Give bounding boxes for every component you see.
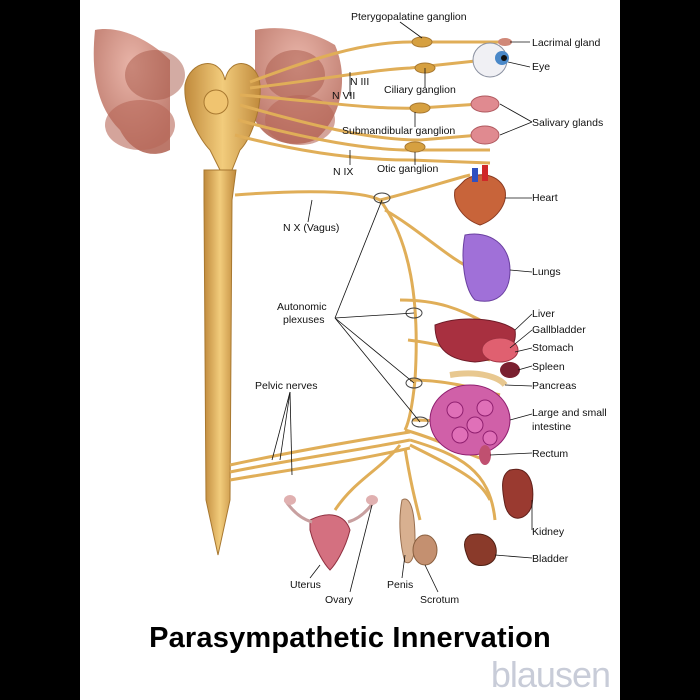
label-penis: Penis xyxy=(387,579,414,591)
page-title: Parasympathetic Innervation xyxy=(149,622,551,654)
leader-lines xyxy=(271,21,533,593)
uterus-ovaries xyxy=(283,495,378,571)
label-gallbladder: Gallbladder xyxy=(532,324,586,336)
label-kidney: Kidney xyxy=(532,526,565,538)
lungs xyxy=(462,233,511,302)
label-ovary: Ovary xyxy=(325,594,354,606)
kidney xyxy=(502,468,534,519)
label-intestine-line2: intestine xyxy=(532,421,572,433)
label-lungs: Lungs xyxy=(532,266,561,278)
label-otic-ganglion: Otic ganglion xyxy=(377,163,439,175)
rectum xyxy=(479,445,491,465)
brand-watermark: blausen xyxy=(490,654,611,695)
label-pancreas: Pancreas xyxy=(532,380,577,392)
label-stomach: Stomach xyxy=(532,342,574,354)
spinal-cord xyxy=(184,63,261,556)
label-rectum: Rectum xyxy=(532,448,569,460)
label-lacrimal-gland: Lacrimal gland xyxy=(532,37,601,49)
label-vagus: N X (Vagus) xyxy=(283,222,340,234)
label-ciliary-ganglion: Ciliary ganglion xyxy=(384,84,456,96)
penis-scrotum xyxy=(399,498,438,566)
label-liver: Liver xyxy=(532,308,555,320)
liver-stomach-group xyxy=(434,318,520,388)
heart xyxy=(454,165,506,226)
intestines xyxy=(429,384,511,456)
lacrimal-gland xyxy=(498,38,512,46)
label-uterus: Uterus xyxy=(290,579,321,591)
label-heart: Heart xyxy=(532,192,558,204)
label-submandibular-ganglion: Submandibular ganglion xyxy=(342,125,456,137)
label-intestine-line1: Large and small xyxy=(532,407,607,419)
label-salivary-glands: Salivary glands xyxy=(532,117,604,129)
anatomy-illustration xyxy=(93,21,534,593)
label-autonomic: Autonomic xyxy=(277,301,327,313)
label-pterygopalatine-ganglion: Pterygopalatine ganglion xyxy=(351,11,467,23)
diagram-canvas: Pterygopalatine ganglion Lacrimal gland … xyxy=(80,0,620,700)
label-pelvic-nerves: Pelvic nerves xyxy=(255,380,318,392)
label-plexuses: plexuses xyxy=(283,314,325,326)
bladder xyxy=(464,533,497,566)
label-n-iii: N III xyxy=(350,76,370,88)
salivary-glands xyxy=(470,95,500,145)
plexus-rings xyxy=(373,192,429,428)
label-n-vii: N VII xyxy=(332,90,356,102)
label-scrotum: Scrotum xyxy=(420,594,460,606)
label-spleen: Spleen xyxy=(532,361,565,373)
label-bladder: Bladder xyxy=(532,553,569,565)
label-n-ix: N IX xyxy=(333,166,354,178)
label-eye: Eye xyxy=(532,61,551,73)
eye xyxy=(472,42,509,78)
